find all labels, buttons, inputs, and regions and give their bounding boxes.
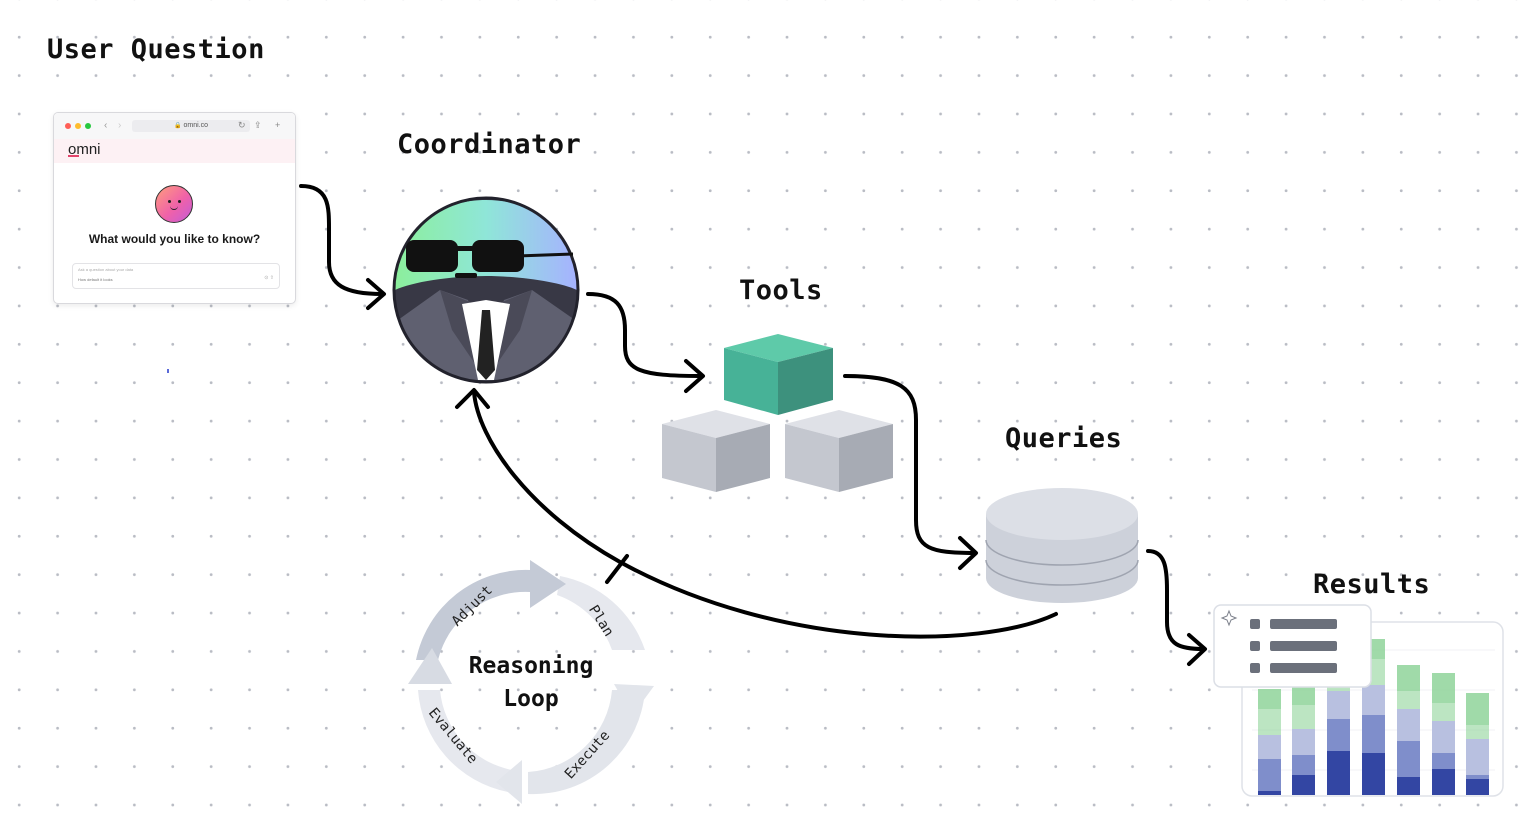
maximize-dot-icon — [85, 123, 91, 129]
result-bar-5-segment-2 — [1432, 721, 1455, 753]
result-bar-4-segment-1 — [1397, 741, 1420, 777]
result-bar-6-segment-4 — [1466, 693, 1489, 725]
cursor-mark — [167, 369, 169, 373]
result-bar-1-segment-4 — [1292, 687, 1315, 705]
result-summary-card — [1213, 604, 1372, 688]
label-tools: Tools — [739, 275, 823, 306]
tool-cube-active-icon — [724, 334, 833, 415]
prompt-placeholder: Ask a question about your data — [78, 267, 134, 272]
new-tab-icon: + — [275, 120, 281, 130]
browser-app-header — [54, 139, 295, 163]
result-bar-0-segment-1 — [1258, 759, 1281, 791]
result-bar-4-segment-2 — [1397, 709, 1420, 741]
prompt-actions-icon: ⊙ ⇧ — [264, 275, 274, 281]
label-results: Results — [1313, 569, 1431, 600]
minimize-dot-icon — [75, 123, 81, 129]
result-bar-0-segment-2 — [1258, 735, 1281, 759]
result-bar-2-segment-1 — [1327, 719, 1350, 751]
result-bar-1-segment-1 — [1292, 755, 1315, 775]
result-bar-1-segment-0 — [1292, 775, 1315, 795]
close-dot-icon — [65, 123, 71, 129]
result-bar-4-segment-3 — [1397, 691, 1420, 709]
flow-arrows — [299, 184, 1207, 666]
tool-cube-inactive-left-icon — [662, 410, 770, 492]
lock-icon: 🔒 — [174, 123, 182, 129]
result-bar-6-segment-3 — [1466, 725, 1489, 739]
url-text: omni.co — [183, 122, 208, 129]
result-bar-0-segment-4 — [1258, 689, 1281, 709]
result-bar-4-segment-4 — [1397, 665, 1420, 691]
assistant-avatar-icon — [155, 185, 193, 223]
result-bar-1-segment-2 — [1292, 729, 1315, 755]
queries-database-icon — [985, 488, 1139, 603]
result-bar-3-segment-2 — [1362, 685, 1385, 715]
coordinator-agent-icon — [392, 196, 580, 384]
result-bar-6-segment-1 — [1466, 775, 1489, 779]
result-bar-1-segment-3 — [1292, 705, 1315, 729]
forward-icon: › — [118, 120, 122, 131]
prompt-input-box: Ask a question about your data How defau… — [72, 263, 280, 289]
result-bar-2-segment-0 — [1327, 751, 1350, 795]
result-bar-0-segment-0 — [1258, 791, 1281, 795]
url-bar: 🔒omni.co — [132, 120, 250, 132]
result-bar-0-segment-3 — [1258, 709, 1281, 735]
label-queries: Queries — [1005, 423, 1123, 454]
result-bar-3-segment-1 — [1362, 715, 1385, 753]
reasoning-loop-title-line1: Reasoning — [468, 653, 594, 679]
reload-icon: ↻ — [238, 120, 246, 130]
results-bars — [1258, 639, 1489, 795]
result-bar-6-segment-0 — [1466, 779, 1489, 795]
browser-window: ‹ › 🔒omni.co ↻ ⇪ + omni What would you l… — [53, 112, 296, 304]
label-coordinator: Coordinator — [397, 129, 582, 160]
result-bar-2-segment-2 — [1327, 691, 1350, 719]
result-bar-5-segment-3 — [1432, 703, 1455, 721]
result-bar-4-segment-0 — [1397, 777, 1420, 795]
label-user-question: User Question — [47, 34, 265, 65]
reasoning-loop-title: Reasoning Loop — [452, 650, 610, 716]
result-bar-5-segment-1 — [1432, 753, 1455, 769]
share-icon: ⇪ — [254, 120, 262, 130]
back-icon: ‹ — [104, 120, 108, 131]
sparkle-icon — [1220, 609, 1238, 627]
question-heading: What would you like to know? — [88, 232, 261, 246]
tool-cube-inactive-right-icon — [785, 410, 893, 492]
result-bar-6-segment-2 — [1466, 739, 1489, 775]
result-bar-5-segment-0 — [1432, 769, 1455, 795]
omni-logo: omni — [68, 141, 101, 158]
result-bar-3-segment-0 — [1362, 753, 1385, 795]
result-bar-5-segment-4 — [1432, 673, 1455, 703]
reasoning-loop-title-line2: Loop — [503, 686, 559, 712]
reasoning-loop-ring-icon — [408, 560, 654, 804]
prompt-context: How default it looks — [78, 277, 113, 282]
